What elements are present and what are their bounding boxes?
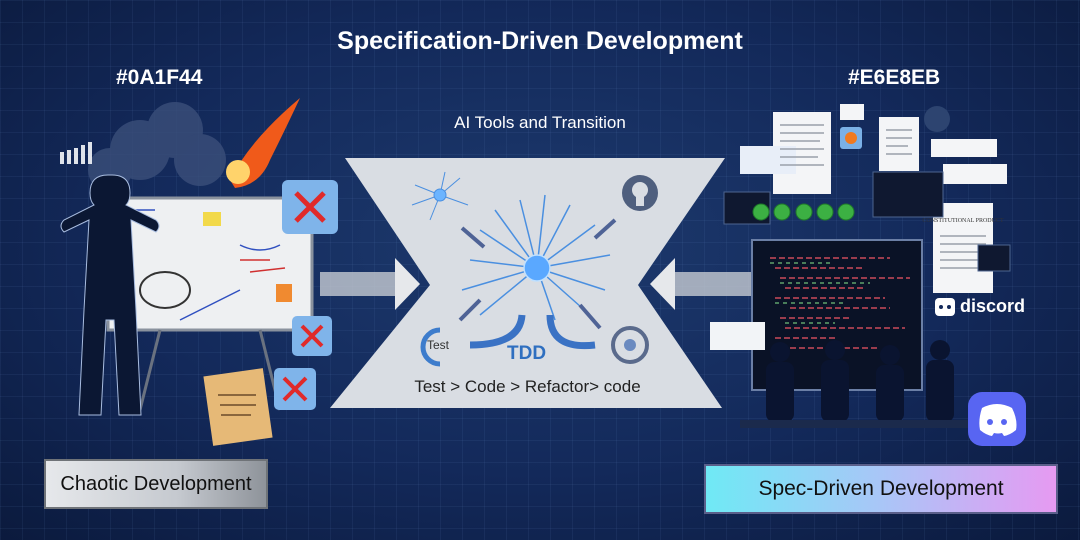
test-label: Test xyxy=(427,338,450,352)
tdd-flow-text: Test > Code > Refactor> code xyxy=(414,377,641,396)
error-x-icon xyxy=(292,316,332,356)
terminal-windows xyxy=(723,171,1011,272)
chart-card xyxy=(710,322,765,350)
bar-chart-icon xyxy=(60,142,92,164)
chaotic-development-label: Chaotic Development xyxy=(44,459,268,509)
left-color-code: #0A1F44 xyxy=(116,66,203,89)
arrow-left-icon xyxy=(650,258,760,310)
doc-heading: CONSTITUTIONAL PRODUCT xyxy=(922,218,1004,224)
test-cycle-icon xyxy=(420,327,441,367)
right-color-code: #E6E8EB xyxy=(848,66,941,89)
discord-logo-icon xyxy=(968,392,1026,446)
doc-lines xyxy=(780,124,986,269)
error-x-icon xyxy=(274,368,316,410)
old-document-icon xyxy=(203,368,273,446)
arrow-right-icon xyxy=(320,258,420,310)
error-x-icon xyxy=(282,180,338,234)
tdd-label: TDD xyxy=(507,343,547,364)
discord-small-icon xyxy=(935,298,955,316)
whiteboard xyxy=(106,196,314,411)
github-icon xyxy=(622,175,658,211)
neural-network-icon xyxy=(461,194,611,321)
page-title: Specification-Driven Development xyxy=(337,27,743,55)
refactor-cycle-icon xyxy=(611,326,649,364)
fire-icon xyxy=(226,98,300,188)
stressed-person-silhouette xyxy=(60,174,160,416)
rocket-icon xyxy=(924,106,950,132)
discord-label: discord xyxy=(960,296,1026,316)
team-silhouettes xyxy=(740,340,990,428)
flow-arrows xyxy=(458,218,617,350)
passed-checks xyxy=(752,203,855,221)
subtitle: AI Tools and Transition xyxy=(454,113,626,132)
small-neural-icon xyxy=(411,171,469,221)
spec-driven-development-label: Spec-Driven Development xyxy=(704,464,1058,514)
